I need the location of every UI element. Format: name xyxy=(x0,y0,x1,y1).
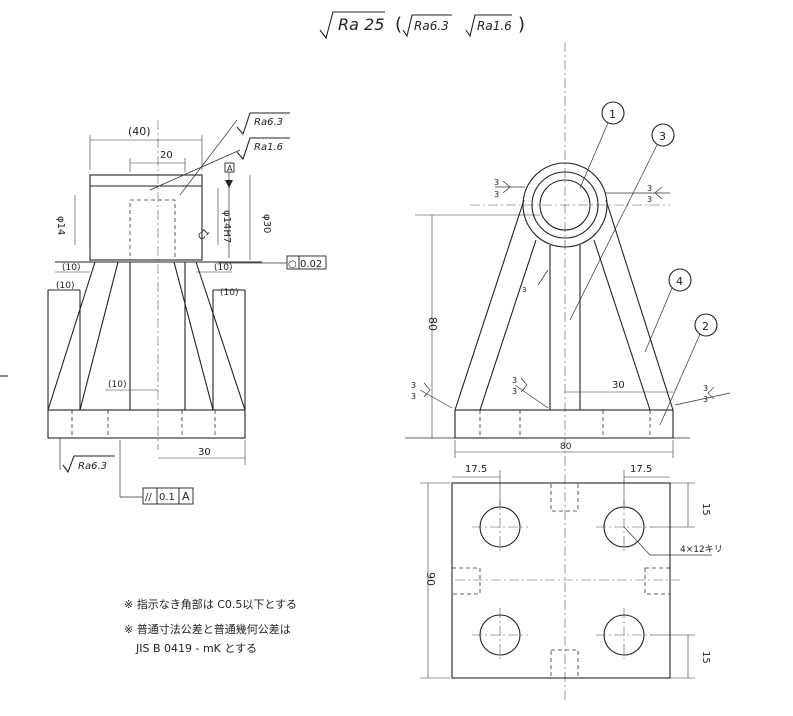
base-plate xyxy=(47,409,246,439)
finish-a-text: Ra6.3 xyxy=(414,19,449,33)
parallel-value: 0.1 xyxy=(159,492,175,503)
part3-label: 3 xyxy=(659,130,666,143)
svg-text:3: 3 xyxy=(703,384,708,393)
bore-circle xyxy=(539,179,591,231)
bore-hidden xyxy=(129,199,176,261)
finish-symbol-b xyxy=(465,14,512,38)
ra63-symbol xyxy=(236,112,290,136)
svg-text:3: 3 xyxy=(522,286,526,294)
parallel-datum: A xyxy=(182,490,190,503)
header-surface-finish: Ra 25 ( Ra6.3 Ra1.6 ) xyxy=(319,11,525,40)
svg-text:3: 3 xyxy=(411,381,416,390)
finish-paren-close: ) xyxy=(518,14,525,35)
balloon-1 xyxy=(601,101,625,125)
note-1: ※ 指示なき角部は C0.5以下とする xyxy=(124,597,297,611)
dim-17-5-right: 17.5 xyxy=(630,464,652,475)
svg-text:3: 3 xyxy=(512,387,517,396)
hole-callout: 4×12キリ xyxy=(680,545,723,555)
balloon-3 xyxy=(651,123,675,147)
plan-view: 17.5 17.5 15 15 90 4×12キリ xyxy=(420,464,723,679)
circularity-symbol: ○ xyxy=(288,259,297,270)
dim-80-width: 80 xyxy=(560,442,572,452)
datum-a-text: A xyxy=(227,164,233,173)
ra63-bottom-text: Ra6.3 xyxy=(78,461,107,472)
weld-symbol-right-top: 3 3 xyxy=(605,184,670,204)
part1-label: 1 xyxy=(609,108,616,121)
part2-label: 2 xyxy=(702,320,709,333)
finish-symbol-a xyxy=(402,14,452,38)
parallel-symbol: // xyxy=(145,492,152,503)
dim-15-top: 15 xyxy=(700,503,711,516)
circularity-value: 0.02 xyxy=(300,259,322,270)
weld-symbol-right-base: 3 3 xyxy=(674,384,731,406)
part4-label: 4 xyxy=(676,275,683,288)
svg-text:3: 3 xyxy=(647,195,652,204)
note-2: ※ 普通寸法公差と普通幾何公差は xyxy=(124,622,291,636)
finish-paren-open: ( xyxy=(395,14,402,35)
finish-b-text: Ra1.6 xyxy=(477,19,512,33)
dim-10-c: (10) xyxy=(214,263,232,273)
front-view: (40) 20 Ra6.3 Ra1.6 A φ14 φ14H7 φ30 C1 ○ xyxy=(47,112,327,505)
ra16-symbol xyxy=(236,137,290,161)
weld-symbol-left-base: 3 3 xyxy=(411,381,453,409)
datum-a-box xyxy=(224,162,235,173)
dim-10-a: (10) xyxy=(62,263,80,273)
balloon-4 xyxy=(668,268,692,292)
weld-symbol-web: 3 xyxy=(522,269,549,294)
dim-phi14: φ14 xyxy=(55,216,66,235)
chamfer-c1: C1 xyxy=(197,227,213,243)
dim-90: 90 xyxy=(424,572,437,586)
finish-main-text: Ra 25 xyxy=(338,15,384,34)
parallel-datum-box xyxy=(178,487,194,505)
svg-text:3: 3 xyxy=(494,190,499,199)
ra63-bottom-symbol xyxy=(62,455,115,474)
ra16-text: Ra1.6 xyxy=(254,142,283,153)
dim-20: 20 xyxy=(160,150,173,161)
svg-text:3: 3 xyxy=(512,376,517,385)
boss-outer-circle xyxy=(522,162,608,248)
side-base-plate xyxy=(454,409,674,439)
note-3: JIS B 0419 - mK とする xyxy=(135,642,257,655)
svg-text:3: 3 xyxy=(703,395,708,404)
dim-40: (40) xyxy=(128,125,151,138)
dim-15-bottom: 15 xyxy=(700,651,711,664)
weld-symbol-left-top: 3 3 xyxy=(494,178,525,199)
svg-text:3: 3 xyxy=(411,392,416,401)
dim-30-side: 30 xyxy=(612,380,625,391)
dim-10-b: (10) xyxy=(56,281,74,291)
dim-17-5-left: 17.5 xyxy=(465,464,487,475)
dim-phi30: φ30 xyxy=(261,214,272,233)
notes: ※ 指示なき角部は C0.5以下とする ※ 普通寸法公差と普通幾何公差は JIS… xyxy=(124,597,297,655)
balloon-2 xyxy=(694,313,718,337)
dim-10-e: (10) xyxy=(108,380,126,390)
dim-80-height: 80 xyxy=(426,317,439,331)
ra63-text: Ra6.3 xyxy=(254,117,283,128)
finish-symbol-main xyxy=(319,11,385,40)
svg-text:3: 3 xyxy=(647,184,652,193)
circularity-value-box xyxy=(298,255,327,270)
weld-symbol-center: 3 3 xyxy=(512,376,549,409)
svg-text:3: 3 xyxy=(494,178,499,187)
side-view: 1 3 4 2 3 3 3 3 3 3 xyxy=(405,42,731,700)
dim-phi14h7: φ14H7 xyxy=(221,210,232,243)
dim-30-front: 30 xyxy=(198,447,211,458)
dim-10-d: (10) xyxy=(220,288,238,298)
